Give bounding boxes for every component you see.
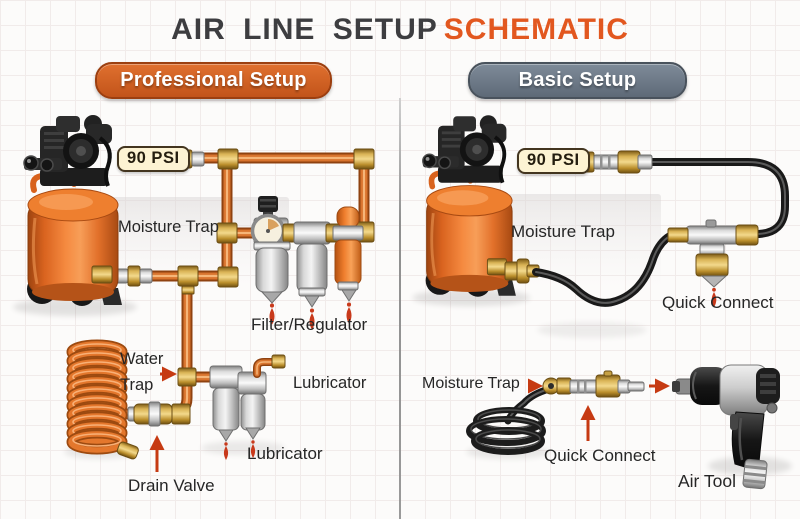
inline-moisture-trap-fitting [667,219,759,308]
panel-divider [399,98,401,519]
professional-panel-artwork [13,115,375,472]
lubricator-pair [201,354,286,460]
hose-coil-black [466,389,550,459]
pipe-network [98,148,375,414]
professional-setup-header: Professional Setup [95,62,332,99]
annotation-arrows-right [528,378,670,441]
title-accent: SCHEMATIC [443,13,629,46]
psi-badge-professional: 90 PSI [117,146,190,172]
backdrop-shade-left [95,197,289,287]
label-water-trap: Water Trap [120,350,164,394]
label-quick-connect-upper: Quick Connect [662,293,774,312]
label-moisture-trap-professional: Moisture Trap [118,218,219,236]
psi-badge-basic: 90 PSI [517,148,590,174]
basic-setup-header: Basic Setup [468,62,687,99]
label-moisture-trap-basic-lower: Moisture Trap [422,375,520,392]
impact-wrench-tool [672,364,792,490]
inline-filter-unit [293,221,341,330]
backdrop-shade-right [497,194,661,288]
quick-connect-coupler [542,370,645,398]
hose-coil-orange [64,344,139,460]
label-quick-connect-lower: Quick Connect [544,446,656,465]
filter-regulator-unit [250,196,302,325]
label-drain-valve: Drain Valve [128,476,215,495]
label-lubricator-upper: Lubricator [293,374,367,392]
title-main: AIR LINE SETUP [171,13,438,46]
label-air-tool: Air Tool [678,471,737,491]
label-filter-regulator: Filter/Regulator [251,315,368,334]
label-lubricator-lower: Lubricator [247,444,323,463]
lubricator-unit [332,206,364,324]
label-moisture-trap-basic-upper: Moisture Trap [511,222,615,241]
drain-valve-assembly [127,367,197,427]
annotation-arrows-left [149,366,177,472]
